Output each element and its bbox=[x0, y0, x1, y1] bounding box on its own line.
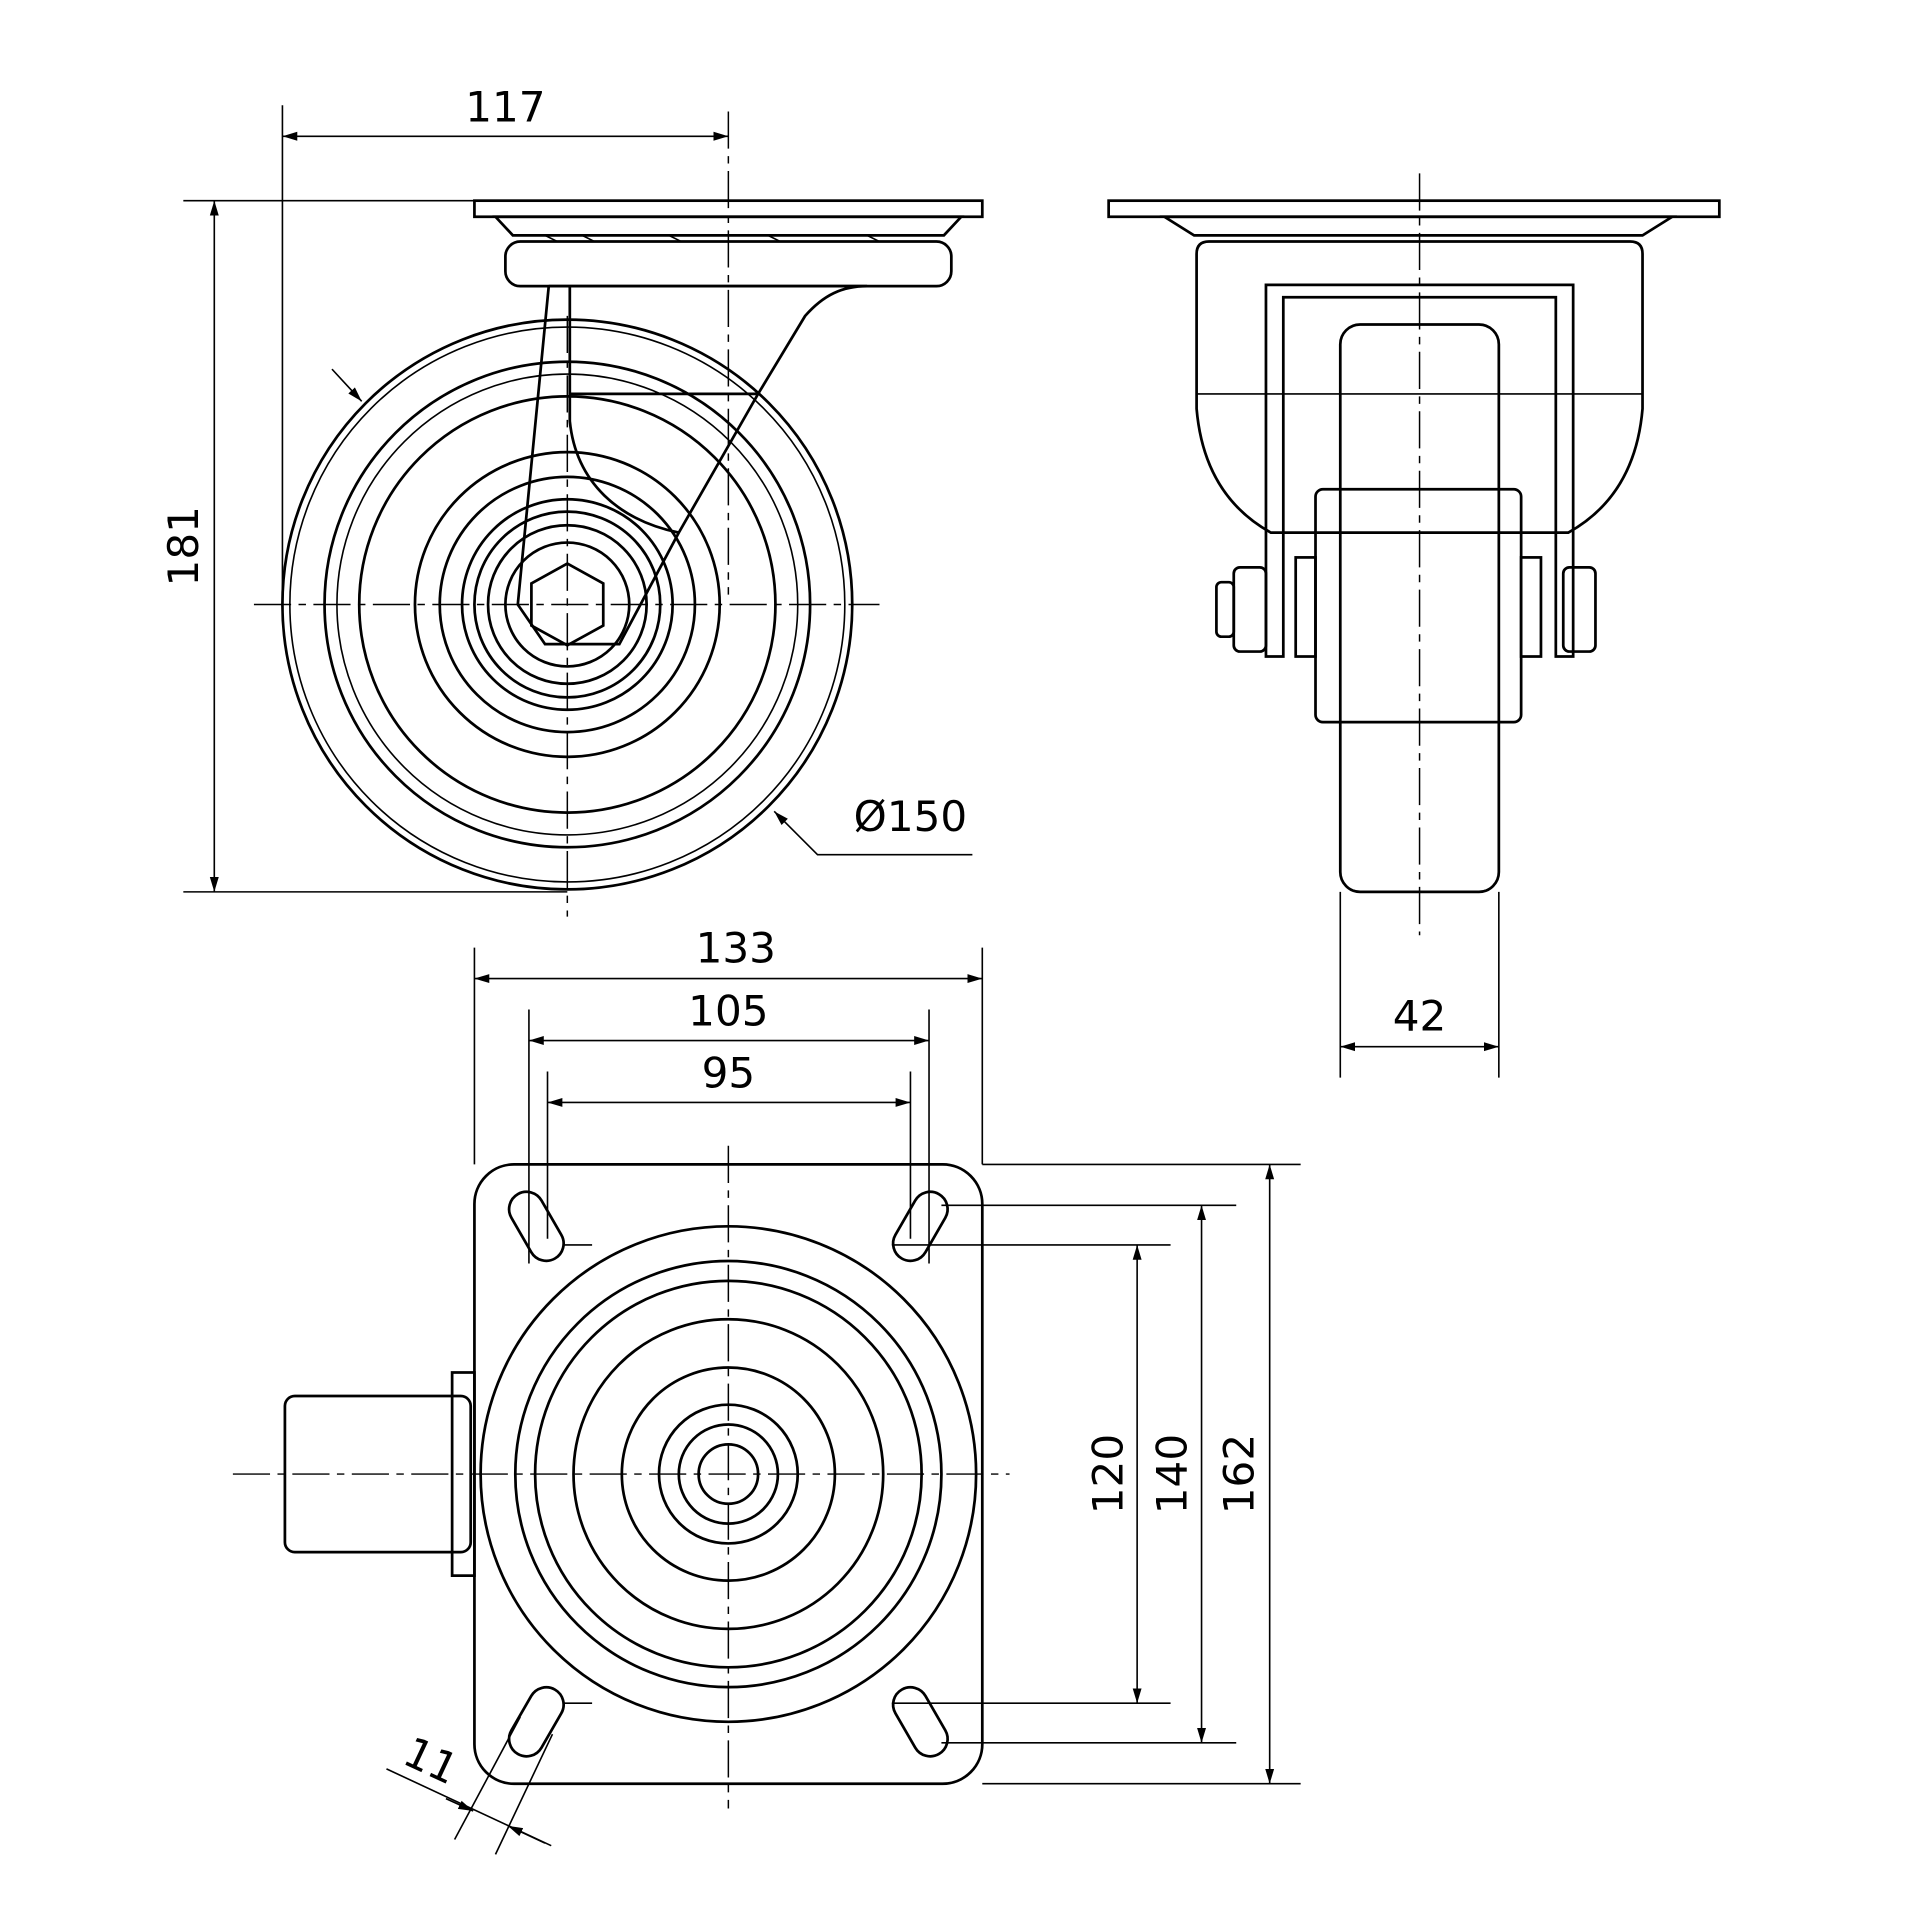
bearing-ring bbox=[492, 215, 965, 237]
dim-hole-spacing-inner-y: 120 bbox=[1083, 1434, 1132, 1514]
side-view: 117 181 Ø150 bbox=[159, 82, 984, 917]
hub bbox=[1314, 487, 1523, 724]
top-plate bbox=[1107, 199, 1721, 219]
dim-hole-spacing-outer-x: 105 bbox=[688, 987, 768, 1036]
dim-wheel-diameter: Ø150 bbox=[854, 792, 968, 841]
top-view: 133 105 95 120 140 162 11 bbox=[232, 923, 1301, 1855]
dim-offset: 117 bbox=[465, 82, 545, 131]
dim-height: 181 bbox=[159, 506, 208, 586]
front-view: 42 bbox=[1107, 173, 1721, 1078]
dim-plate-width: 133 bbox=[696, 923, 776, 972]
dim-plate-length: 162 bbox=[1215, 1434, 1264, 1514]
axle-nut-left bbox=[1232, 565, 1268, 653]
dim-slot-width: 11 bbox=[396, 1727, 465, 1794]
fork-legs bbox=[1264, 283, 1575, 658]
dim-hole-spacing-inner-x: 95 bbox=[702, 1049, 756, 1098]
mounting-slots bbox=[507, 1190, 949, 1758]
axle-nut-right bbox=[1561, 565, 1597, 653]
dim-wheel-width: 42 bbox=[1393, 992, 1447, 1041]
fork bbox=[516, 284, 868, 646]
swivel-housing bbox=[1195, 240, 1644, 535]
dim-hole-spacing-outer-y: 140 bbox=[1148, 1434, 1197, 1514]
